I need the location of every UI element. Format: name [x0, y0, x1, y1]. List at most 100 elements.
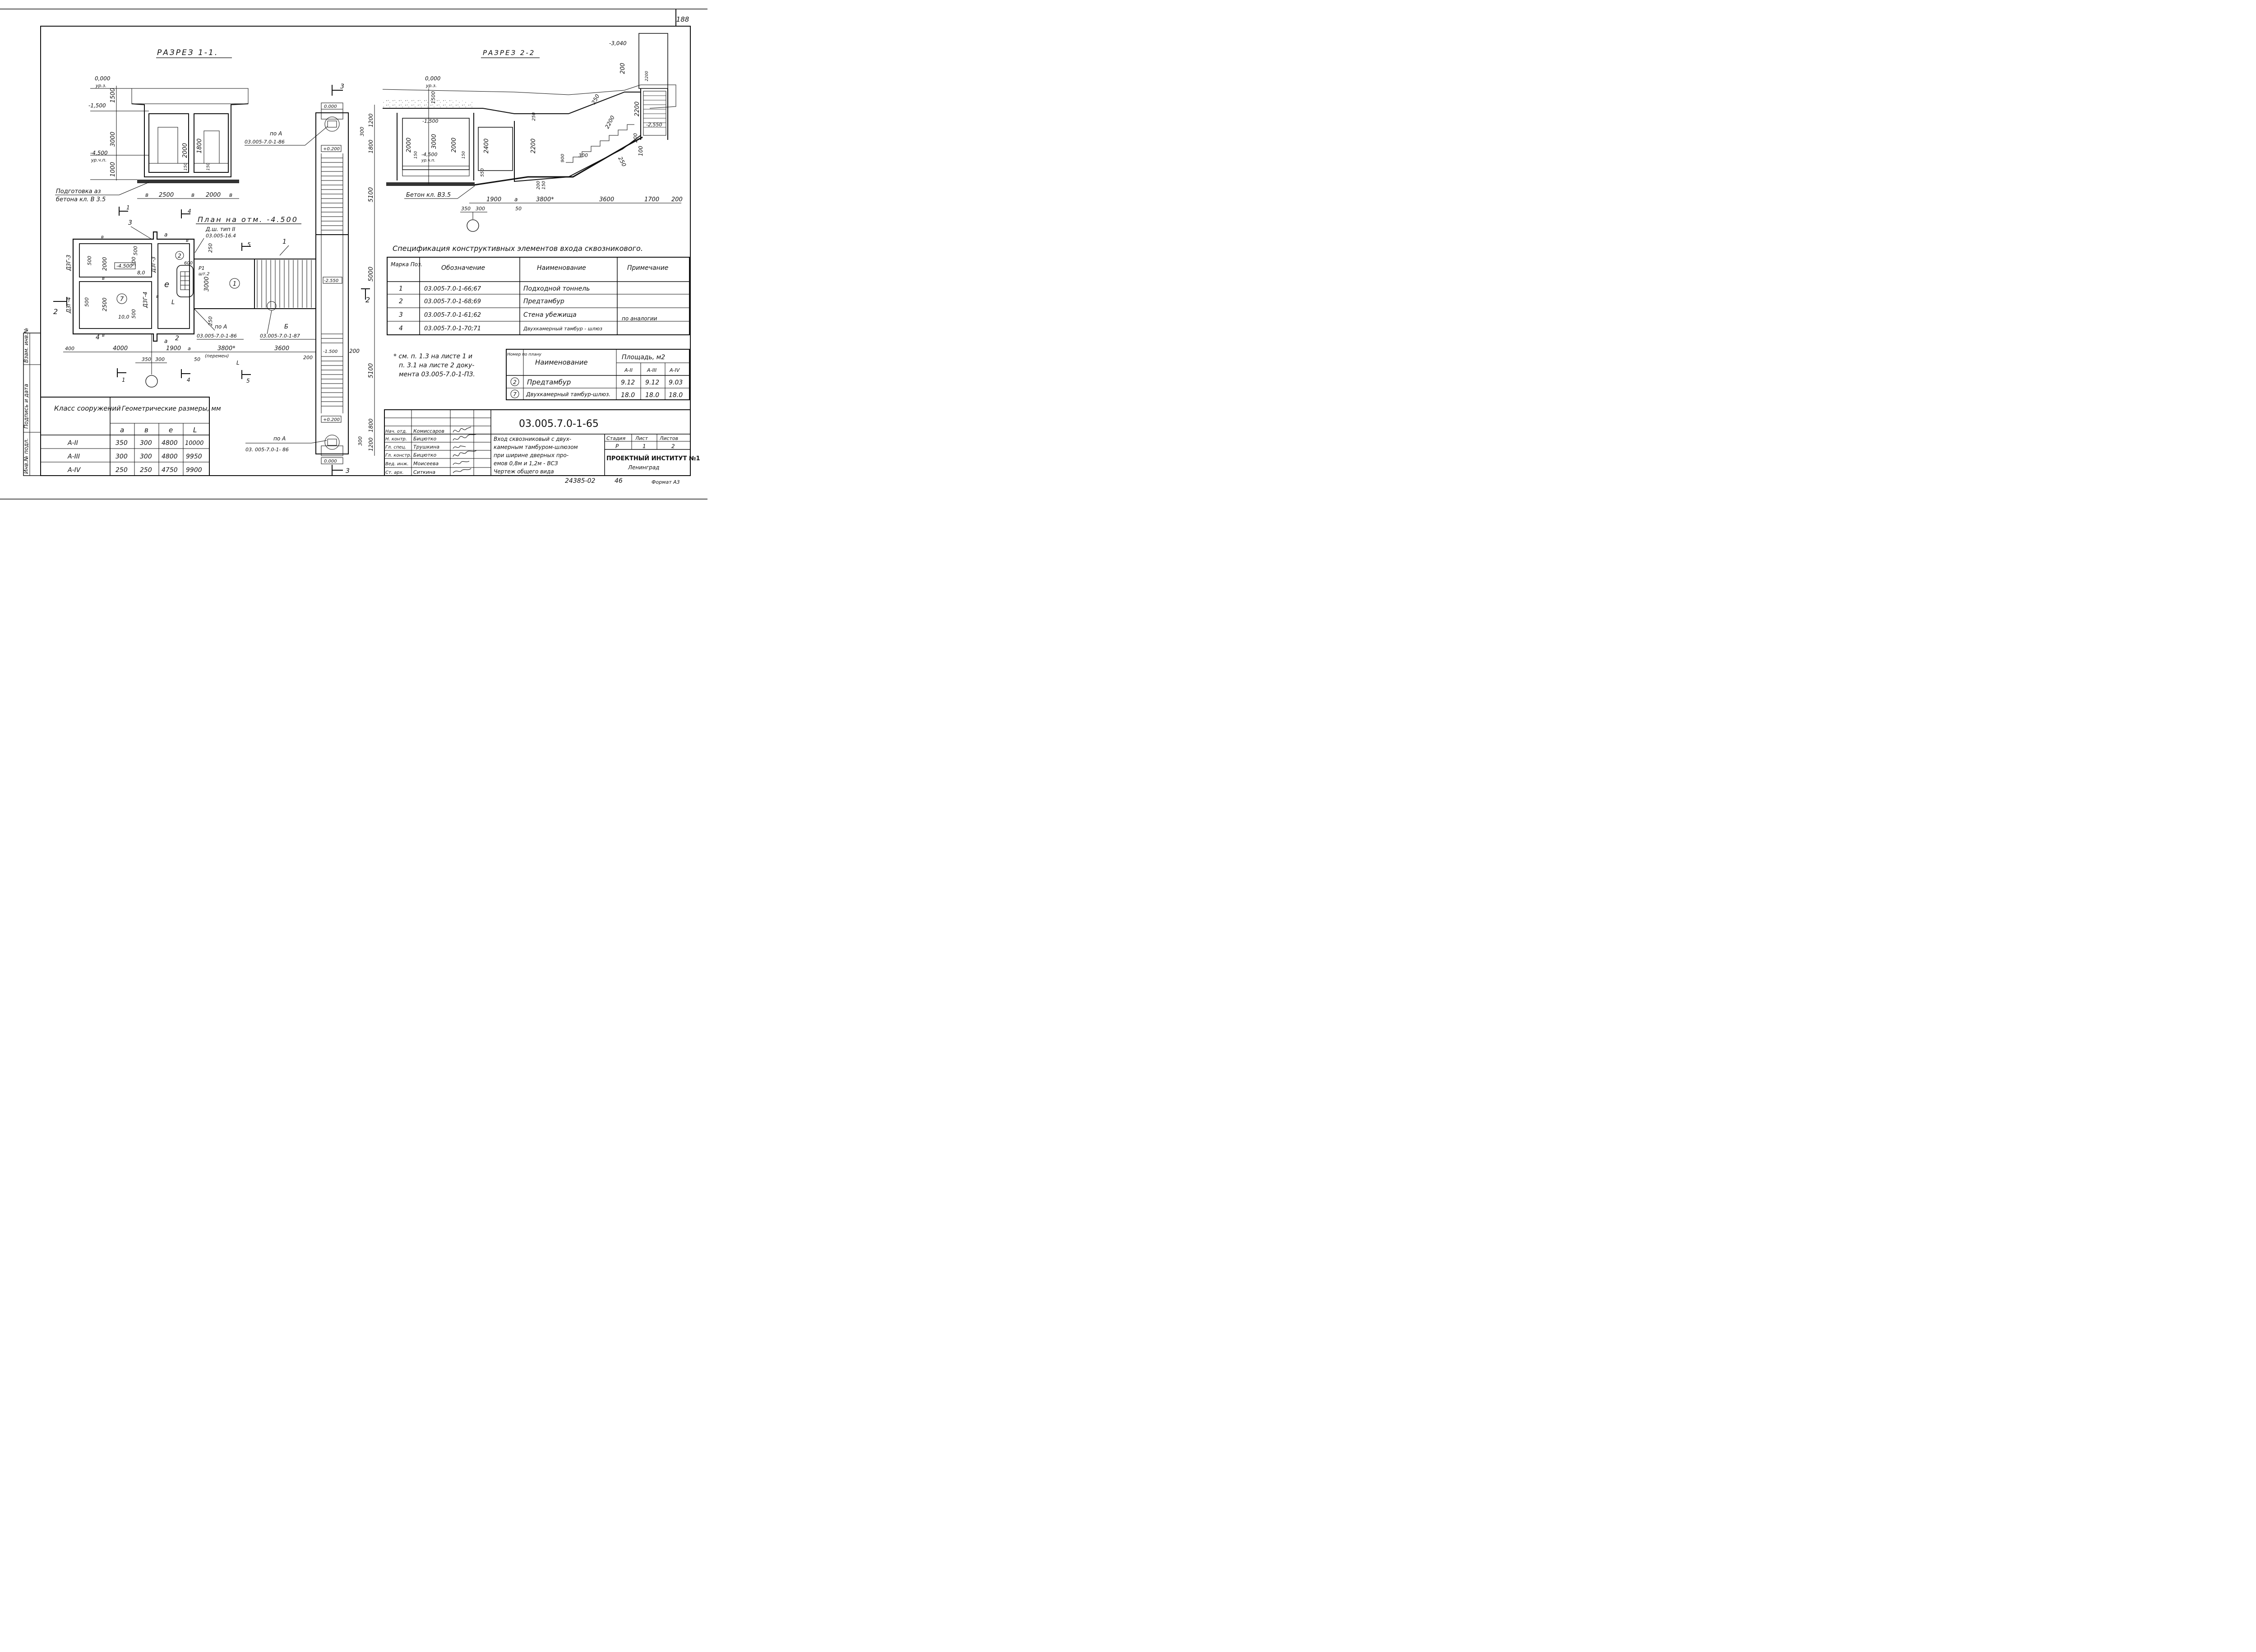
area-h-a4: А-IV	[669, 367, 680, 373]
plan-door-label: Д.ш. тип II	[205, 226, 236, 232]
geom-r3-e: 4750	[162, 467, 178, 474]
plan-cut-5-top: 5	[247, 241, 251, 248]
plan-panel-d3g4b: Д3Г-4	[142, 292, 148, 308]
plan-bdim-4000: 4000	[113, 345, 128, 352]
geom-r1-b: 300	[140, 440, 152, 447]
area-r1-v2: 9.12	[645, 379, 659, 386]
s2-dim-550: 550	[480, 168, 485, 177]
plan-bdim-3800: 3800*	[217, 345, 236, 352]
tb-desc-1: Вход сквозниковый с двух-	[494, 436, 571, 442]
stair-dim-300b: 300	[357, 436, 363, 446]
s2-dim-1900: 1900	[486, 196, 501, 203]
plan-letter-e: e	[164, 280, 169, 289]
plan-title: План на отм. -4.500	[198, 215, 298, 224]
plan-bdim-300: 300	[155, 356, 165, 362]
tb-name-6: Ситкина	[413, 469, 435, 475]
geom-h-e: e	[169, 426, 173, 434]
stair-ref-bot: по А	[273, 435, 286, 442]
s2-dim-100: 100	[638, 146, 644, 156]
s2-axis-bubble	[467, 219, 479, 232]
plan-cut-4-bot: 4	[187, 377, 190, 383]
tb-name-3: Трушкина	[413, 444, 439, 450]
s1-dim-b2: в	[191, 192, 194, 198]
geom-r2-b: 300	[140, 453, 152, 460]
area-r1-name: Предтамбур	[527, 378, 571, 386]
s2-dim-3600: 3600	[599, 196, 614, 203]
s2-diag-250a: 250	[590, 93, 601, 105]
spec-h-mark: Марка Поз.	[391, 261, 422, 268]
s1-note-line2: бетона кл. В 3.5	[56, 196, 106, 203]
spec-r2-code: 03.005-7.0-1-68;69	[424, 298, 481, 305]
s2-dim-a: а	[514, 196, 518, 203]
plan-cut-4-top: 4	[188, 208, 191, 214]
stair-ref-top: по А	[270, 130, 282, 137]
section-2-title: РАЗРЕЗ 2-2	[483, 49, 535, 57]
plan-room-1: 1	[233, 281, 236, 287]
spec-r1-mark: 1	[399, 285, 403, 292]
s2-level-2550: -2,550	[646, 122, 662, 128]
spec-r3-code: 03.005-7.0-1-61;62	[424, 312, 481, 319]
plan-bdim-3600: 3600	[274, 345, 289, 352]
s2-level-0: 0,000	[425, 75, 441, 82]
plan-dim-b3: в	[102, 333, 105, 338]
plan-dim-b1: в	[101, 235, 104, 240]
area-r2-v2: 18.0	[645, 392, 659, 399]
s2-vent-shaft	[638, 33, 668, 89]
plan-dim-b2: в	[102, 276, 105, 281]
s1-level-4500: -4,500	[90, 150, 108, 156]
spec-r3-note: по аналогии	[622, 315, 657, 322]
geom-h-geom: Геометрические размеры, мм	[122, 405, 221, 412]
geom-r2-a: 300	[116, 453, 128, 460]
s2-dim-1500: 1500	[430, 91, 436, 104]
s1-dim-1500: 1500	[110, 88, 116, 103]
s2-level-1500: -1,500	[422, 118, 438, 124]
area-r1-num: 2	[513, 379, 517, 385]
geom-h-L: L	[193, 426, 197, 434]
geom-r2-e: 4800	[162, 453, 178, 460]
tb-h-sheet: Лист	[635, 435, 648, 441]
plan-dim-b5: в	[186, 238, 189, 243]
stair-dim-1800a: 1800	[368, 139, 374, 153]
bottom-inv: 24385-02	[565, 477, 595, 485]
plan-dim-250a: 250	[208, 243, 213, 253]
spec-h-designation: Обозначение	[441, 264, 485, 272]
spec-r2-mark: 2	[399, 298, 403, 305]
stair-cut-2: 2	[365, 296, 370, 304]
s2-dim-150c: 150	[541, 181, 546, 190]
s1-dim-1000: 1000	[110, 162, 116, 177]
geom-h-a: a	[120, 426, 124, 434]
s1-dim-b1: в	[145, 192, 148, 198]
plan-bdim-var: (перемен)	[205, 354, 229, 359]
geometry-table: Класс сооружений Геометрические размеры,…	[40, 397, 221, 476]
plan-panel-d3g3a: Д3Г-3	[65, 255, 72, 271]
footnote: * см. п. 1.3 на листе 1 и п. 3.1 на лист…	[393, 353, 475, 378]
spec-r1-name: Подходной тоннель	[523, 285, 590, 292]
plan-bdim-350: 350	[142, 356, 151, 362]
tb-desc-4: емов 0,8м и 1,2м - ВСЗ	[494, 460, 558, 467]
tb-org-2: Ленинград	[628, 464, 659, 471]
plan-bdim-1900: 1900	[166, 345, 181, 352]
s2-level-3040: -3,040	[609, 40, 627, 46]
stair-plan: 3 3 2 0.000 +0.200 -2.550 -1.500 +0.200 …	[245, 83, 375, 476]
stair-dim-1800b: 1800	[368, 418, 374, 432]
s2-dim-3800: 3800*	[536, 196, 554, 203]
spec-h-name: Наименование	[537, 264, 586, 272]
section-1-1: РАЗРЕЗ 1-1. 0,000 ур.з. -1,500 -4,500 ур…	[55, 48, 249, 203]
stair-cut-3-bot: 3	[346, 467, 350, 475]
plan-dim-250b: 250	[208, 316, 213, 326]
plan-p1-count: шт.2	[199, 272, 210, 277]
spec-r1-code: 03.005-7.0-1-66;67	[424, 286, 481, 292]
plan-dim-2500: 2500	[102, 297, 108, 311]
plan-bdim-a: а	[188, 346, 191, 352]
spec-h-note: Примечание	[627, 264, 668, 272]
s2-level-floor: ур.ч.п.	[421, 158, 435, 163]
s1-dim-1800: 1800	[196, 139, 203, 153]
section-2-2: РАЗРЕЗ 2-2 0,000 ур.з. -3,040 -1,500 -4,…	[382, 33, 683, 232]
tb-name-4: Бицютко	[413, 452, 436, 458]
plan-dim-600: 600	[184, 261, 193, 266]
s2-dim-150a: 150	[414, 151, 418, 159]
sheet-number: 188	[676, 15, 689, 23]
plan-ref-a-code: 03.005-7.0-1-86	[197, 333, 237, 339]
section-1-title: РАЗРЕЗ 1-1.	[157, 48, 218, 57]
stair-level-bot: 0.000	[324, 459, 337, 464]
